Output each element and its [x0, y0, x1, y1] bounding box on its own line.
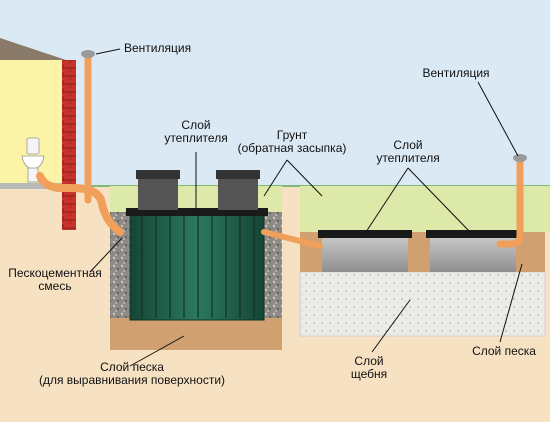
vent-cap-left — [81, 50, 95, 58]
gravel-layer — [299, 271, 546, 337]
leader-lines — [89, 48, 523, 367]
backfill-right — [300, 186, 550, 232]
tank-hatch-left-cap — [136, 170, 180, 179]
brick-wall — [62, 60, 76, 230]
tank-ribs — [141, 216, 255, 318]
label-insulation-right: Слой утеплителя — [368, 139, 448, 165]
house-roof — [0, 38, 66, 60]
tunnel-right — [426, 230, 520, 272]
label-insulation-left-line2: утеплителя — [164, 131, 228, 145]
label-sand-layer-left-line1: Слой песка — [100, 360, 164, 374]
tunnel-left — [318, 230, 412, 272]
pipes — [36, 52, 524, 249]
drain-pipe-house — [36, 172, 124, 236]
label-insulation-right-line1: Слой — [393, 138, 423, 152]
tank-hatch-right-cap — [216, 170, 260, 179]
sky — [0, 0, 550, 186]
tank-hatch-right — [218, 178, 258, 210]
label-sand-cement-line2: смесь — [38, 279, 72, 293]
label-gravel-layer-line1: Слой — [354, 354, 384, 368]
label-soil-line2: (обратная засыпка) — [237, 141, 347, 155]
label-soil: Грунт (обратная засыпка) — [227, 129, 357, 155]
label-gravel-layer: Слой щебня — [342, 355, 396, 381]
label-sand-cement: Пескоцементная смесь — [1, 267, 109, 293]
label-insulation-left: Слой утеплителя — [158, 119, 234, 145]
tank-hatch-left — [138, 178, 178, 210]
septic-tank-body — [129, 213, 265, 321]
label-sand-layer-left-line2: (для выравнивания поверхности) — [38, 373, 226, 387]
vent-pipe-right — [496, 156, 524, 248]
label-ventilation-left: Вентиляция — [124, 41, 192, 55]
label-insulation-right-line2: утеплителя — [376, 151, 440, 165]
label-gravel-layer-line2: щебня — [350, 367, 388, 381]
toilet-icon — [21, 137, 45, 183]
sand-layer-left — [110, 318, 282, 350]
label-sand-cement-line1: Пескоцементная — [8, 266, 102, 280]
label-sand-layer-left: Слой песка (для выравнивания поверхности… — [22, 361, 242, 387]
label-soil-line1: Грунт — [276, 128, 308, 142]
label-insulation-left-line1: Слой — [181, 118, 211, 132]
vent-cap-right — [513, 154, 527, 162]
drain-pipe-to-tunnel — [261, 229, 323, 249]
house-floor — [0, 183, 66, 189]
label-ventilation-right: Вентиляция — [422, 66, 490, 80]
tank-insulation — [126, 208, 268, 216]
label-sand-layer-right: Слой песка — [472, 344, 536, 358]
